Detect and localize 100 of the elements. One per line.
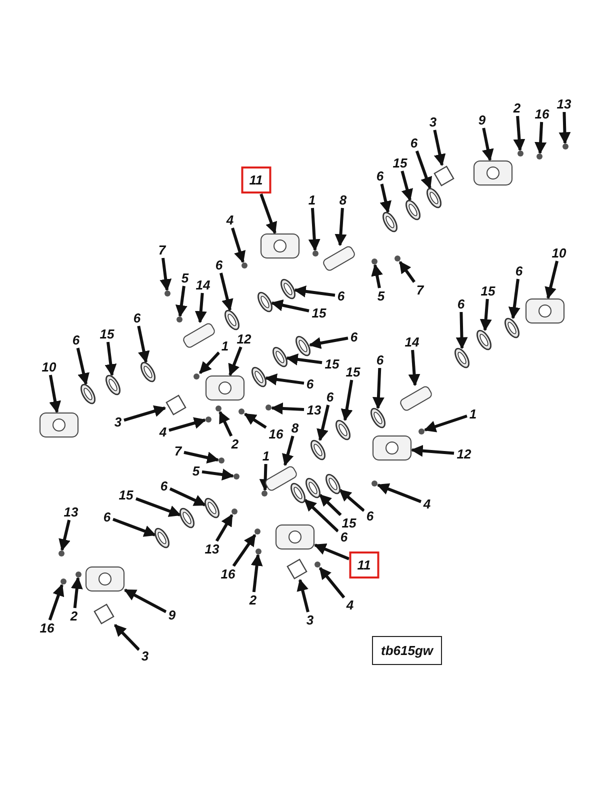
callout-number: 7 [414,282,426,298]
callout-number: 6 [324,390,336,404]
sealing-ring [225,310,240,330]
callout-number: 4 [421,496,433,512]
sealing-ring [273,347,287,368]
callout-number: 11 [349,552,379,578]
leader-arrow [415,150,432,190]
sealing-ring [426,188,441,208]
leader-arrow [202,468,234,480]
leader-arrow [286,353,322,366]
callout-number: 9 [166,608,178,622]
leader-arrow [314,544,350,560]
leader-arrow [380,184,392,214]
leader-arrow [76,348,90,386]
callout-number: 6 [335,288,347,304]
sealing-ring [281,279,295,300]
callout-number: 15 [344,364,362,380]
callout-number: 6 [101,510,113,524]
bolt-part [418,428,425,435]
leader-arrow [250,554,263,592]
leader-arrow [232,534,256,567]
leader-arrow [456,312,468,350]
leader-arrow [480,298,492,332]
leader-arrow [58,520,71,552]
callout-number: 15 [322,356,342,372]
callout-number: 15 [390,156,410,170]
leader-arrow [282,436,294,466]
bolt-part [58,550,65,557]
bolt-part [265,404,272,412]
bolt-part [176,316,184,323]
bolt-part [370,258,378,265]
callout-number: 3 [304,612,316,628]
callout-number: 8 [337,192,349,208]
leader-arrow [408,350,420,386]
callout-number: 2 [68,608,80,624]
bolt-part [60,578,67,585]
manifold-part [85,566,125,592]
callout-number: 5 [375,288,387,304]
leader-arrow [558,112,571,144]
callout-number: 6 [338,530,350,544]
manifold-part [39,412,80,438]
callout-number: 6 [131,310,143,326]
callout-number: 1 [219,338,231,354]
sealing-ring [455,348,470,368]
callout-number: 5 [179,270,191,286]
bolt-part [230,508,238,515]
leader-arrow [104,342,117,376]
manifold-part [260,233,300,259]
callout-number: 13 [62,504,80,520]
callout-number: 14 [402,334,422,350]
leader-arrow [316,404,330,442]
sealing-ring [383,212,398,232]
leader-arrow [270,299,310,312]
sealing-ring [252,367,266,388]
callout-number: 2 [511,100,523,116]
leader-arrow [508,278,520,320]
callout-number: 6 [374,352,386,368]
sealing-ring [296,336,310,356]
sealing-ring [258,292,272,312]
leader-arrow [260,194,277,234]
leader-arrow [433,130,446,166]
callout-number: 3 [139,648,151,664]
callout-number: 7 [172,444,184,458]
bolt-part [233,472,240,480]
callout-number: 6 [374,168,386,184]
leader-arrow [400,170,413,202]
callout-number: 15 [310,306,328,320]
leader-arrow [339,488,365,512]
callout-number: 10 [40,360,58,374]
callout-number: 3 [427,114,439,130]
manifold-part [524,298,565,324]
callout-number: 16 [38,620,56,636]
sealing-ring [504,318,519,338]
bolt-part [312,250,319,257]
callout-number: 16 [532,106,552,122]
sealing-ring [306,478,320,498]
manifold-part [372,435,412,462]
callout-number: 15 [98,326,116,342]
sealing-ring [141,362,156,382]
callout-number: 4 [224,212,236,228]
callout-number: 7 [156,242,168,258]
leader-arrow [114,624,140,651]
bolt-part [238,408,245,416]
leader-arrow [304,498,340,532]
sealing-ring [477,330,492,350]
bolt-part [371,480,378,488]
callout-number: 16 [266,426,286,442]
callout-number: 6 [70,332,82,348]
callout-number: 8 [289,420,301,436]
callout-number: 12 [234,332,254,346]
callout-number: 10 [550,246,568,260]
leader-arrow [137,326,150,364]
drawing-number: tb615gw [372,636,442,665]
leader-arrow [424,414,468,432]
callout-number: 1 [467,406,479,422]
leader-arrow [218,410,233,437]
sealing-ring [310,440,325,460]
sealing-ring [155,528,169,548]
bolt-part [254,548,262,555]
leader-arrow [482,128,494,162]
